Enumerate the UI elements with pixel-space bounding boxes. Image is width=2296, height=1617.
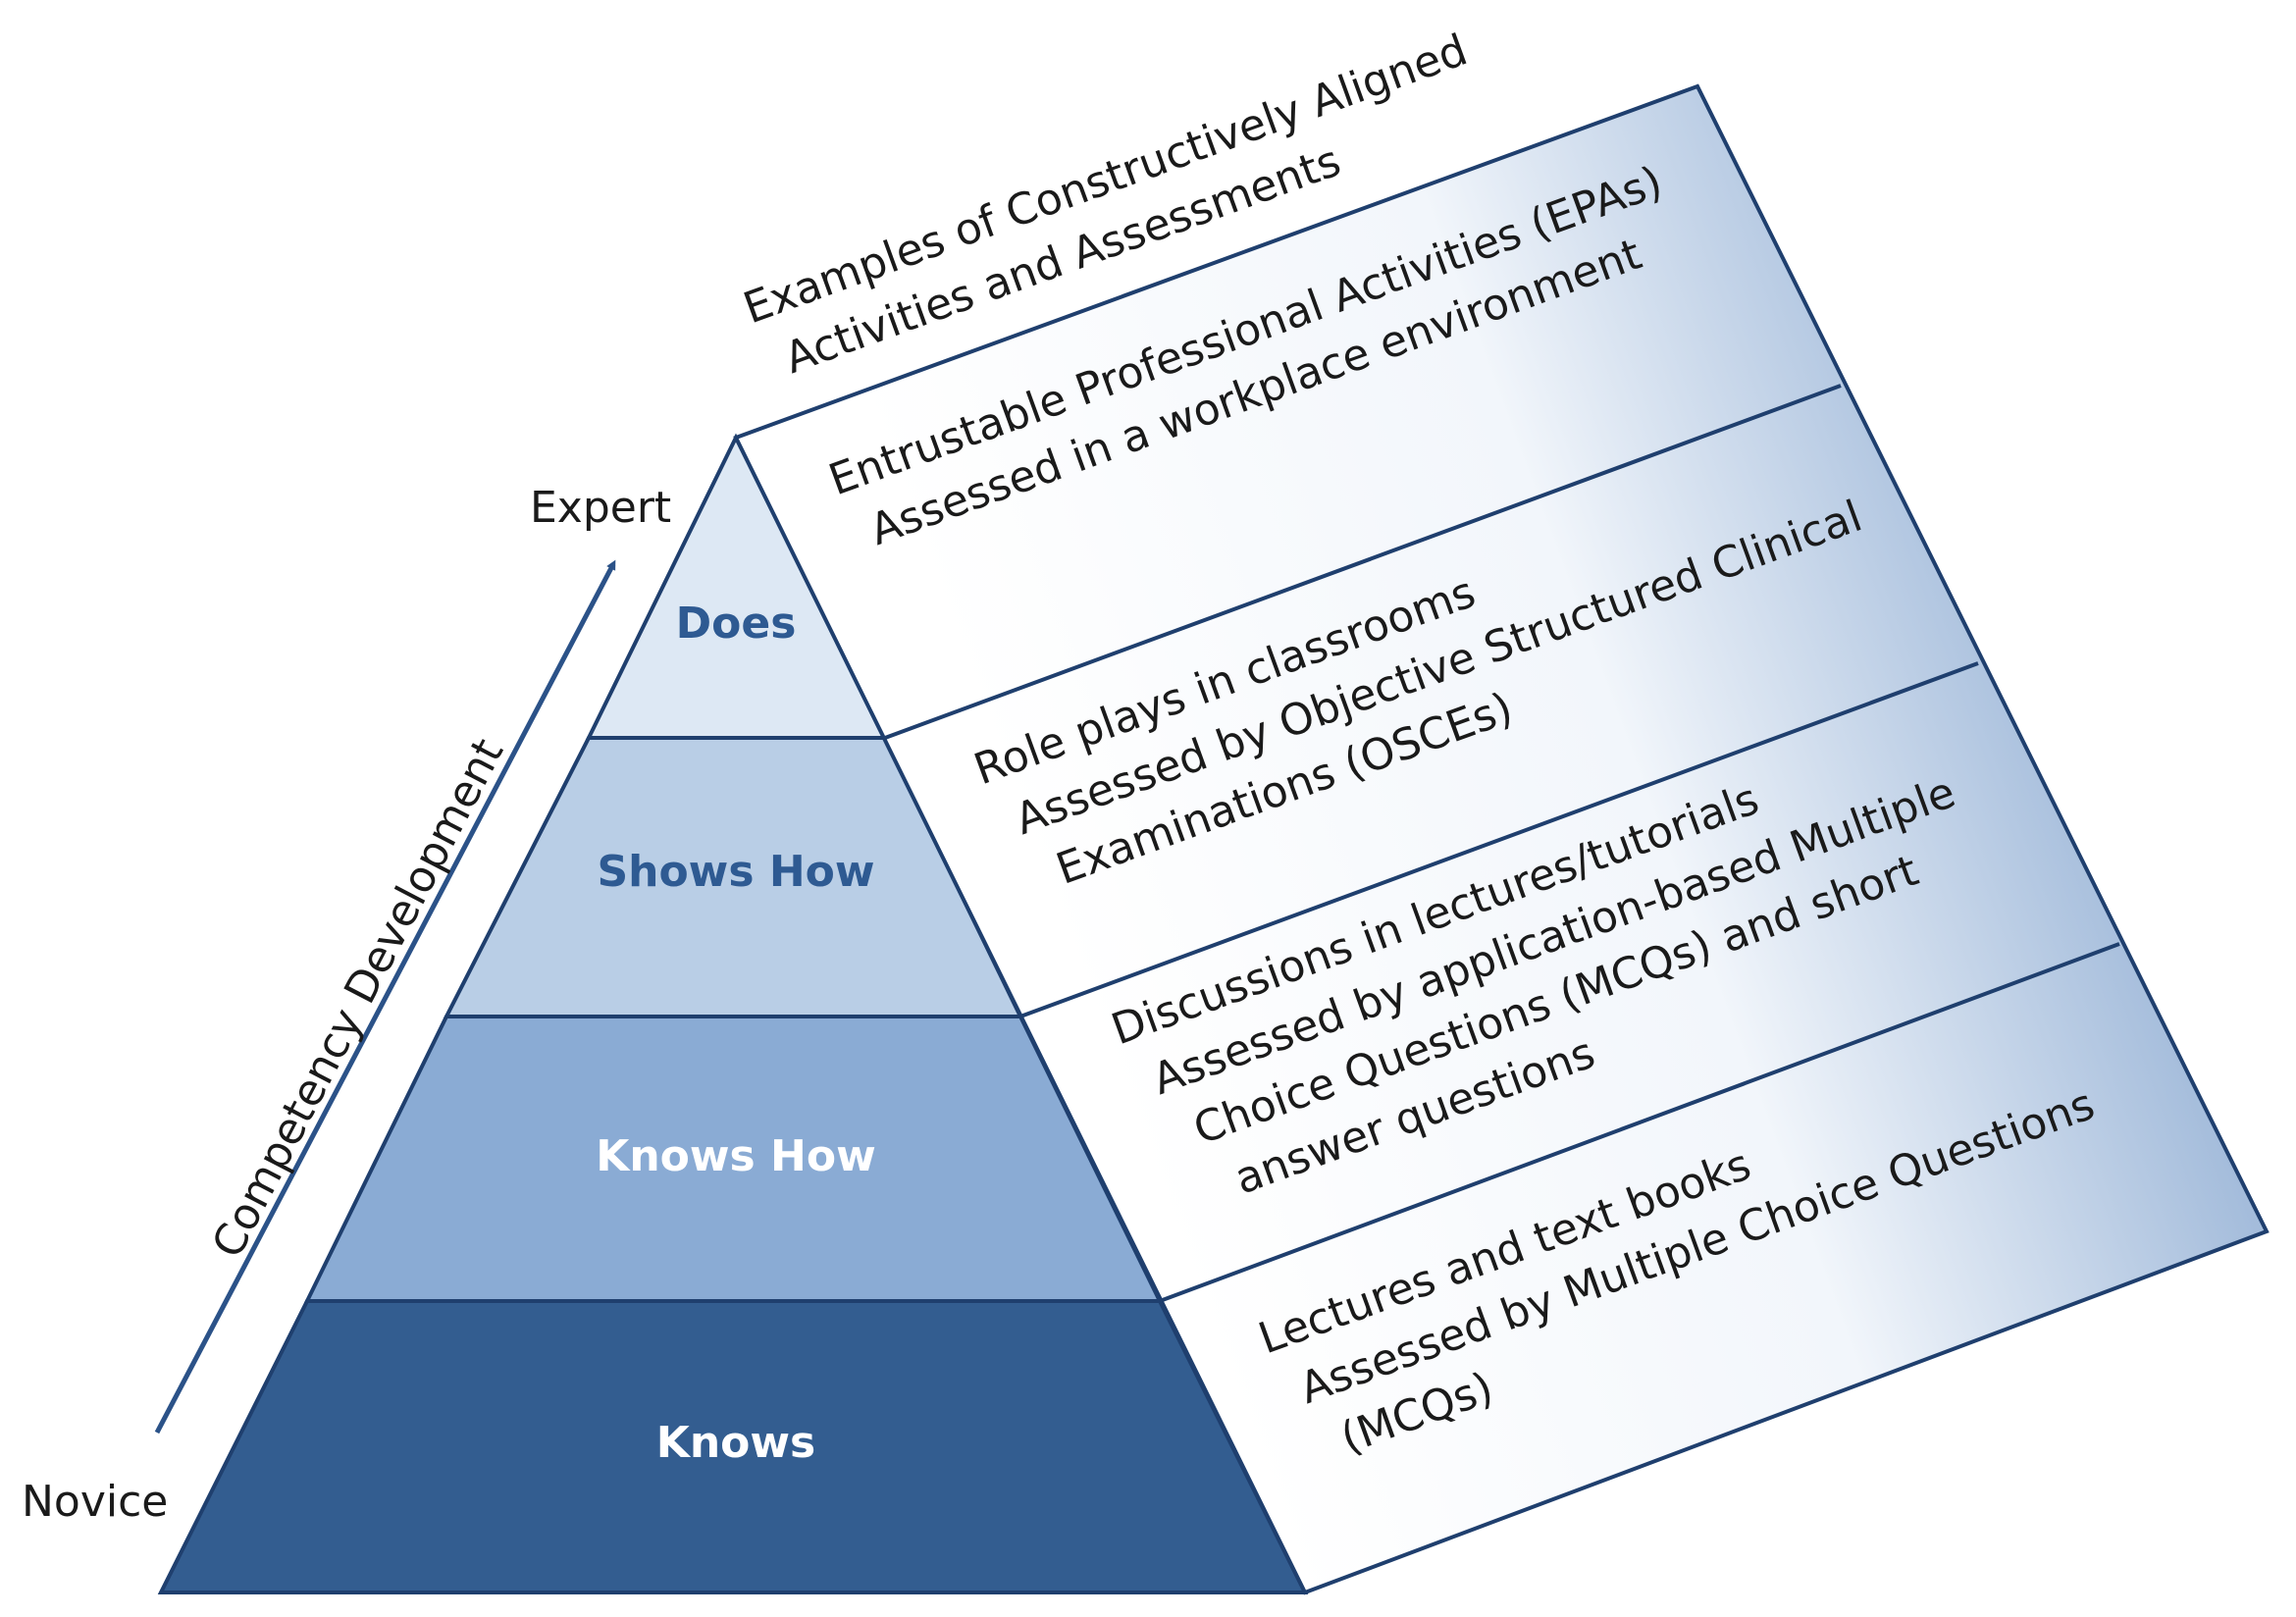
level-label-knows-how: Knows How [596, 1131, 876, 1181]
competency-arrow [154, 559, 616, 1434]
side-divider-1 [884, 384, 1842, 740]
side-divider-3 [1159, 942, 2120, 1303]
level-labels: Does Shows How Knows How Knows [596, 599, 876, 1468]
level-label-knows: Knows [656, 1418, 816, 1468]
pyramid-side [733, 83, 2270, 1595]
axis-top-label: Expert [530, 483, 671, 533]
level-label-shows-how: Shows How [597, 847, 874, 897]
level-label-does: Does [676, 599, 797, 649]
axis-bottom-label: Novice [22, 1477, 168, 1527]
pyramid-front [157, 433, 1309, 1594]
side-divider-2 [1019, 661, 1979, 1018]
